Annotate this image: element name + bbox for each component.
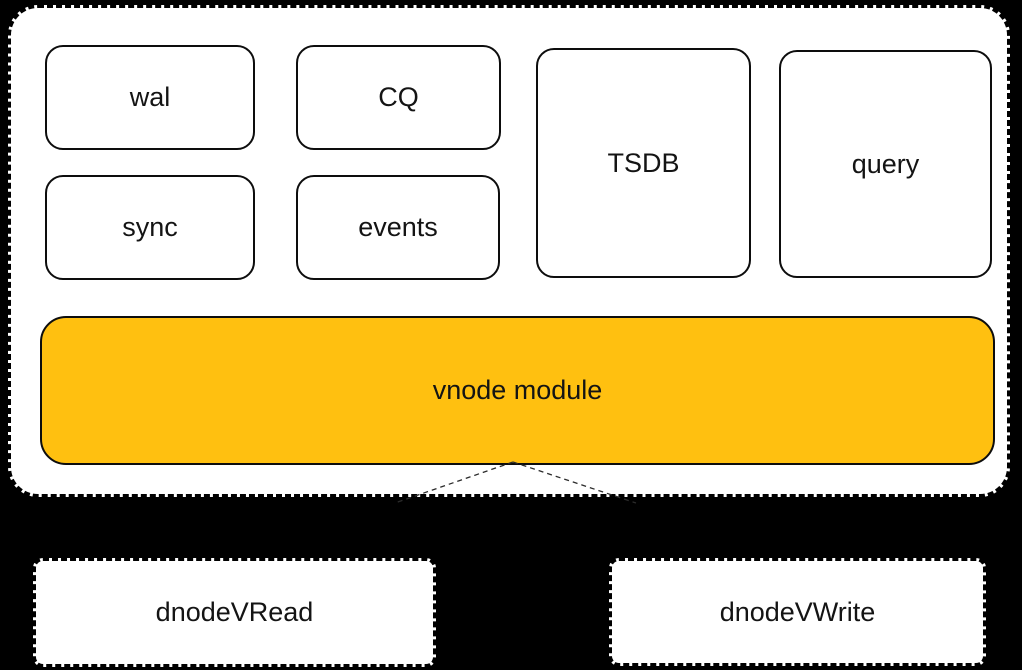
- module-box-cq: CQ: [296, 45, 501, 150]
- module-box-wal: wal: [45, 45, 255, 150]
- module-label-cq: CQ: [378, 82, 419, 112]
- dnode-vwrite-label: dnodeVWrite: [719, 596, 876, 627]
- vnode-module-label: vnode module: [432, 375, 603, 405]
- dnode-vread-label: dnodeVRead: [155, 597, 314, 627]
- dnode-vread-box: dnodeVRead: [33, 558, 436, 667]
- module-box-sync: sync: [45, 175, 255, 280]
- module-label-sync: sync: [122, 212, 178, 242]
- vnode-panel: wal CQ sync events TSDB query vnode modu…: [8, 5, 1010, 497]
- module-label-events: events: [358, 212, 438, 242]
- module-label-tsdb: TSDB: [607, 147, 680, 178]
- module-box-tsdb: TSDB: [536, 48, 751, 278]
- module-box-events: events: [296, 175, 500, 280]
- module-label-wal: wal: [129, 82, 171, 112]
- dnode-vwrite-box: dnodeVWrite: [609, 558, 986, 666]
- module-box-query: query: [779, 50, 992, 278]
- module-label-query: query: [851, 148, 920, 179]
- vnode-module-bar: vnode module: [40, 316, 995, 465]
